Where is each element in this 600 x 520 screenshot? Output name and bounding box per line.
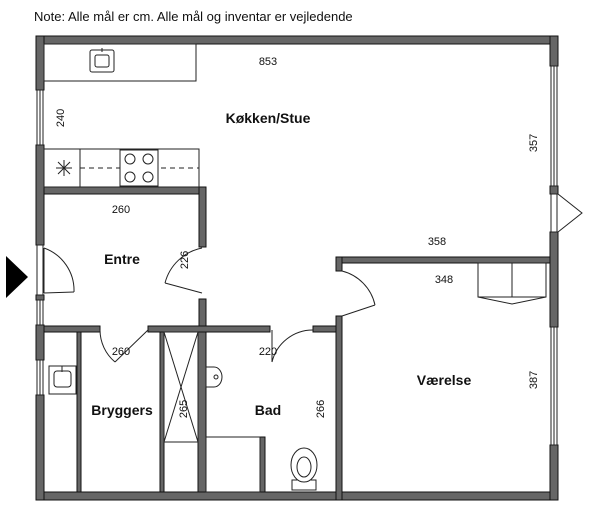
room-label-bryggers: Bryggers xyxy=(91,402,153,418)
dim-vaerelse-height: 387 xyxy=(528,371,540,389)
wardrobe xyxy=(477,262,547,305)
windows xyxy=(36,65,558,446)
room-label-vaerelse: Værelse xyxy=(417,372,472,388)
dim-entre-height: 226 xyxy=(179,251,191,269)
dim-entre-width: 260 xyxy=(112,204,130,216)
room-label-kitchen: Køkken/Stue xyxy=(226,110,311,126)
utility-fixtures xyxy=(48,331,199,443)
washing-machine xyxy=(205,436,261,493)
utility-sink-icon xyxy=(53,370,72,388)
dim-bad-height: 266 xyxy=(315,400,327,418)
cooktop-icon xyxy=(119,149,159,187)
dim-kitchen-left: 240 xyxy=(55,109,67,127)
room-label-entre: Entre xyxy=(104,251,140,267)
toilet-icon xyxy=(290,447,318,491)
dim-vaerelse-width: 348 xyxy=(435,274,453,286)
dim-bryggers-width: 260 xyxy=(112,346,130,358)
dim-kitchen-right: 357 xyxy=(528,134,540,152)
bathroom-fixtures xyxy=(205,366,318,493)
interior-walls xyxy=(43,186,551,501)
dim-hall-span: 358 xyxy=(428,236,446,248)
kitchen-fixtures xyxy=(43,43,200,188)
room-label-bad: Bad xyxy=(255,402,281,418)
dim-bad-width: 220 xyxy=(259,346,277,358)
dim-bryggers-height: 265 xyxy=(178,400,190,418)
entrance-arrow-icon xyxy=(6,256,28,298)
dim-kitchen-width: 853 xyxy=(259,56,277,68)
doors xyxy=(36,193,583,363)
plan-note: Note: Alle mål er cm. Alle mål og invent… xyxy=(34,9,353,24)
extractor-icon xyxy=(56,160,72,176)
